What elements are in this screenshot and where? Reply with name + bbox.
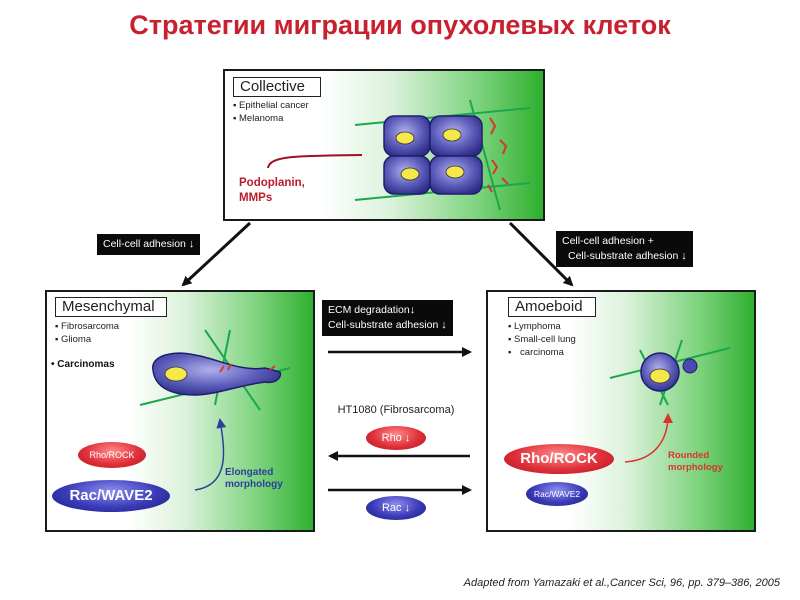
list-item: ▪ carcinoma xyxy=(508,346,576,359)
elongated-morphology-label: Elongated morphology xyxy=(225,467,283,491)
mesenchymal-heading: Mesenchymal xyxy=(55,297,167,317)
adhesion-combined-label: Cell-cell adhesion + Cell-substrate adhe… xyxy=(556,231,693,267)
list-item: Melanoma xyxy=(233,112,309,125)
label-text: Cell-substrate adhesion xyxy=(568,250,679,262)
bullet-continuation: carcinoma xyxy=(520,347,564,358)
amoeboid-bullets: Lymphoma Small-cell lung ▪ carcinoma xyxy=(508,320,576,359)
rho-decrease-oval: Rho ↓ xyxy=(366,426,426,450)
down-arrow-icon: ↓ xyxy=(404,502,411,514)
collective-bullets: Epithelial cancer Melanoma xyxy=(233,99,309,125)
ht1080-label: HT1080 (Fibrosarcoma) xyxy=(337,404,455,416)
morphology-line: Elongated xyxy=(225,467,274,478)
label-text: ECM degradation xyxy=(328,304,410,316)
amoeboid-panel: Amoeboid Lymphoma Small-cell lung ▪ carc… xyxy=(486,290,756,532)
label-text: Cell-substrate adhesion xyxy=(328,319,439,331)
rho-rock-oval-small: Rho/ROCK xyxy=(78,442,146,468)
mesenchymal-panel: Mesenchymal Fibrosarcoma Glioma Carcinom… xyxy=(45,290,315,532)
morphology-line: Rounded xyxy=(668,450,710,461)
down-arrow-icon: ↓ xyxy=(404,432,411,444)
factor-line: Podoplanin, xyxy=(239,177,305,189)
down-arrow-icon: ↓ xyxy=(681,250,687,262)
label-text: Cell-cell adhesion xyxy=(103,238,186,250)
morphology-line: morphology xyxy=(668,462,723,473)
amoeboid-heading: Amoeboid xyxy=(508,297,596,317)
rac-wave2-oval-large: Rac/WAVE2 xyxy=(52,480,170,512)
list-item: Glioma xyxy=(55,333,119,346)
label-text: Cell-cell adhesion + xyxy=(562,235,654,247)
rac-label: Rac xyxy=(381,502,402,514)
ecm-degradation-label: ECM degradation↓ Cell-substrate adhesion… xyxy=(322,300,453,336)
cell-cell-adhesion-label: Cell-cell adhesion ↓ xyxy=(97,234,201,255)
slide-title: Стратегии миграции опухолевых клеток xyxy=(129,10,671,40)
rac-wave2-oval-small: Rac/WAVE2 xyxy=(526,482,588,506)
factor-line: MMPs xyxy=(239,192,273,204)
list-item: Epithelial cancer xyxy=(233,99,309,112)
morphology-line: morphology xyxy=(225,479,283,490)
list-item: Lymphoma xyxy=(508,320,576,333)
list-item: Fibrosarcoma xyxy=(55,320,119,333)
citation: Adapted from Yamazaki et al.,Cancer Sci,… xyxy=(463,577,780,589)
rounded-morphology-label: Rounded morphology xyxy=(668,450,723,474)
down-arrow-icon: ↓ xyxy=(441,319,447,331)
carcinomas-label: Carcinomas xyxy=(51,359,114,370)
down-arrow-icon: ↓ xyxy=(188,238,195,250)
collective-panel: Collective Epithelial cancer Melanoma Po… xyxy=(223,69,545,221)
list-item: Small-cell lung xyxy=(508,333,576,346)
collective-factors: Podoplanin, MMPs xyxy=(239,176,305,206)
down-arrow-icon: ↓ xyxy=(409,304,416,316)
collective-heading: Collective xyxy=(233,77,321,97)
rho-rock-oval-large: Rho/ROCK xyxy=(504,444,614,474)
rac-decrease-oval: Rac ↓ xyxy=(366,496,426,520)
rho-label: Rho xyxy=(381,432,402,444)
mesenchymal-bullets: Fibrosarcoma Glioma xyxy=(55,320,119,346)
